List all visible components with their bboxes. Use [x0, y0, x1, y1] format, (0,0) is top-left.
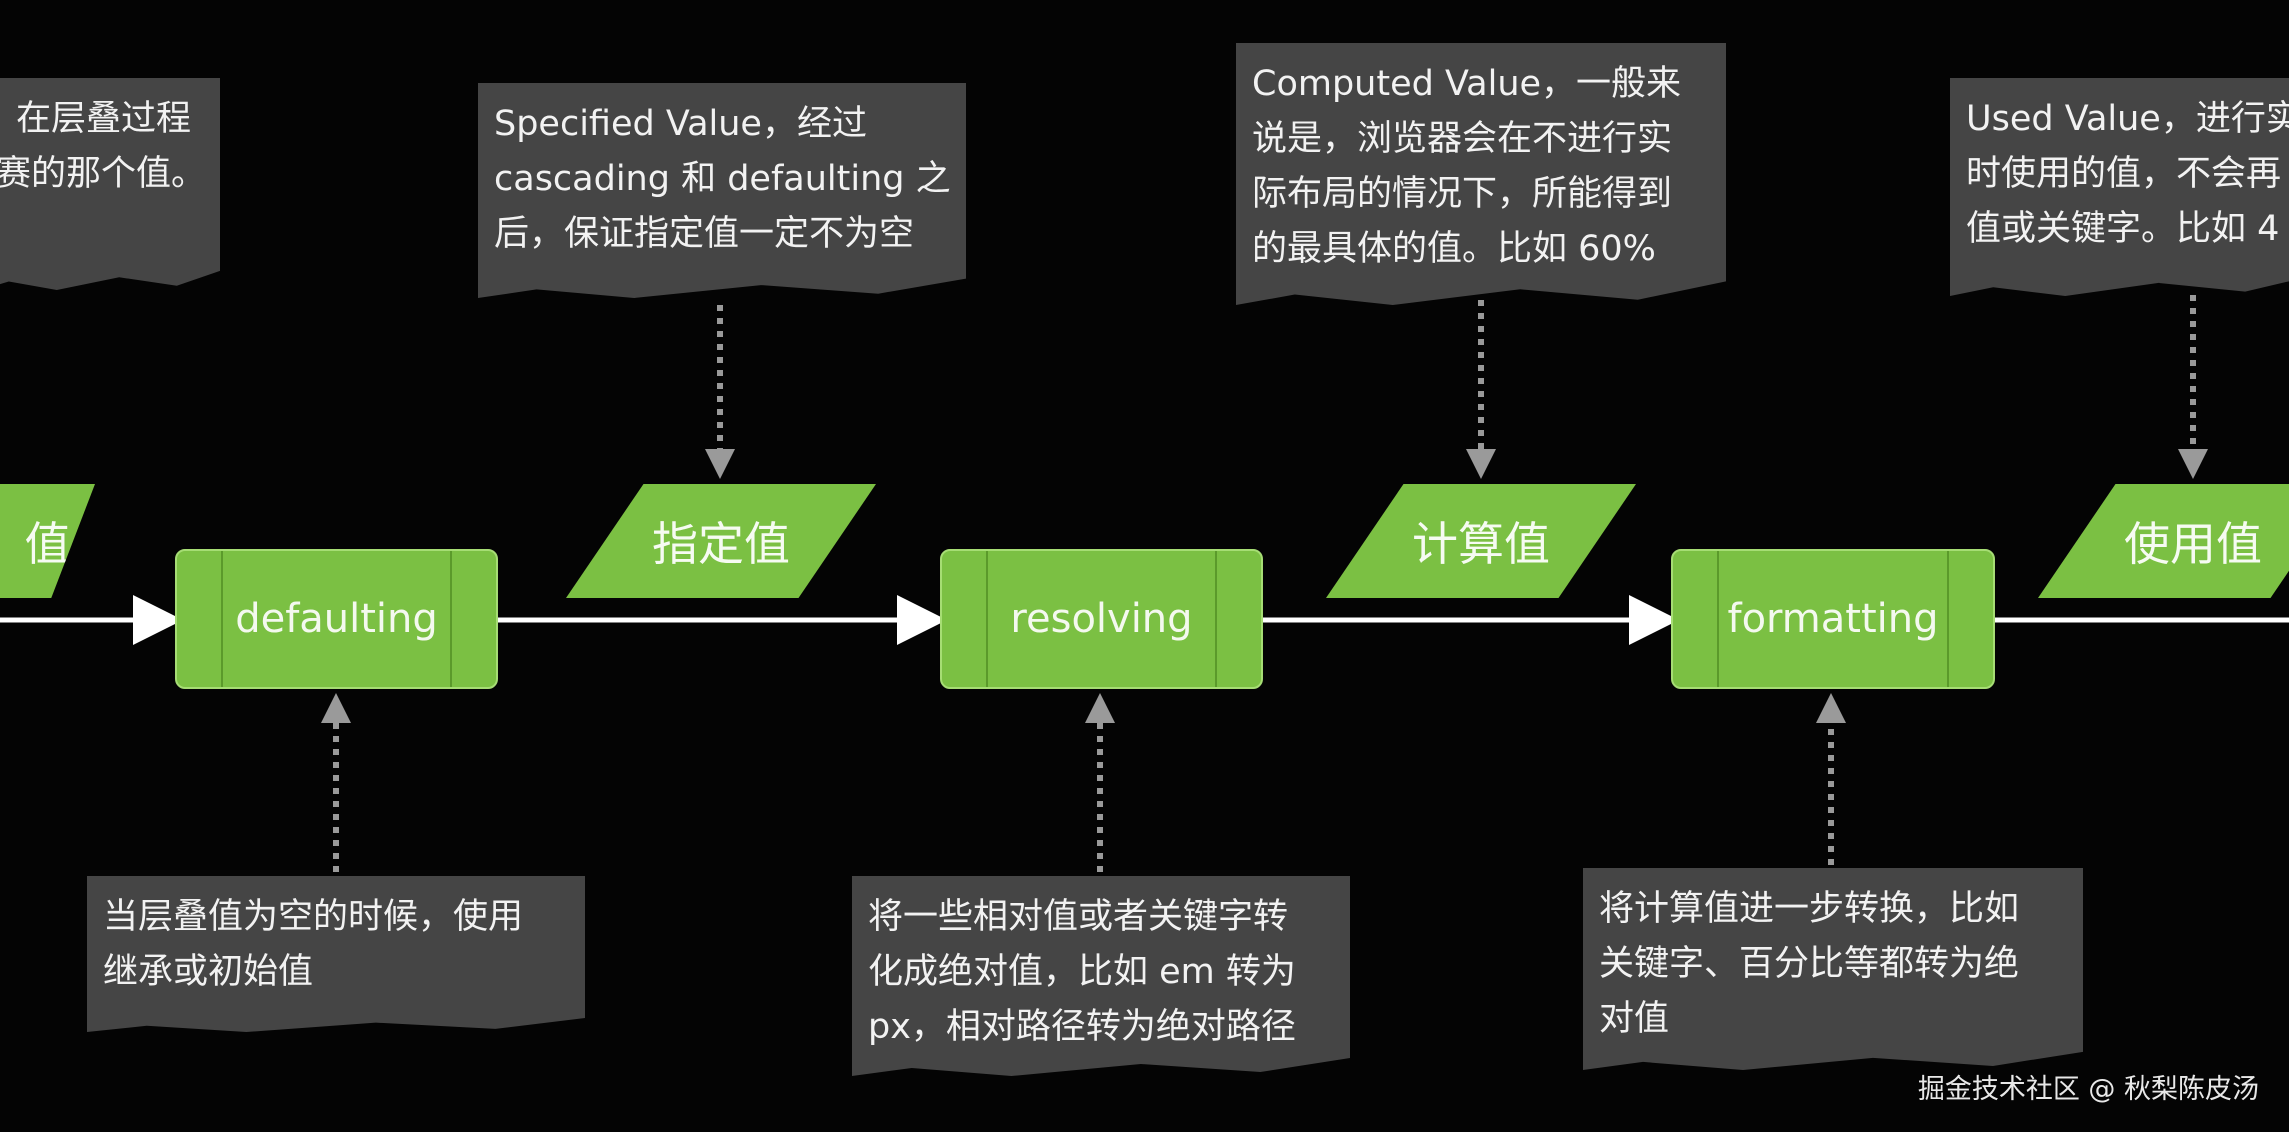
- note-line: 时使用的值，不会再: [1966, 154, 2282, 194]
- note-line: 后，保证指定值一定不为空: [494, 214, 915, 254]
- note-line: 值或关键字。比如 4: [1966, 209, 2280, 249]
- process-divider: [1717, 551, 1719, 687]
- note-line: 当层叠值为空的时候，使用: [103, 897, 524, 937]
- note-line: 在层叠过程: [16, 99, 192, 139]
- process-defaulting: defaulting: [175, 549, 498, 689]
- process-divider: [1947, 551, 1949, 687]
- value-node-label: 指定值: [652, 517, 790, 571]
- note-line: 将一些相对值或者关键字转: [868, 897, 1289, 937]
- note-line: cascading 和 defaulting 之: [494, 159, 951, 199]
- value-node-label: 值: [24, 517, 71, 571]
- process-label: formatting: [1727, 596, 1939, 642]
- note-used-value: Used Value，进行实 时使用的值，不会再 值或关键字。比如 4: [1950, 78, 2289, 296]
- value-node-used: 使用值: [2038, 484, 2289, 598]
- process-formatting: formatting: [1671, 549, 1995, 689]
- note-line: 关键字、百分比等都转为绝: [1599, 944, 2020, 984]
- process-label: defaulting: [235, 596, 438, 642]
- process-divider: [221, 551, 223, 687]
- note-resolving: 将一些相对值或者关键字转 化成绝对值，比如 em 转为 px，相对路径转为绝对路…: [852, 876, 1350, 1076]
- process-divider: [986, 551, 988, 687]
- note-line: Specified Value，经过: [494, 104, 867, 144]
- watermark-text: 掘金技术社区 @ 秋梨陈皮汤: [1917, 1074, 2259, 1105]
- note-line: 继承或初始值: [103, 952, 314, 992]
- process-divider: [1215, 551, 1217, 687]
- note-cascaded-value: 在层叠过程 赛的那个值。: [0, 78, 220, 290]
- note-line: 的最具体的值。比如 60%: [1252, 229, 1656, 269]
- note-line: 将计算值进一步转换，比如: [1599, 889, 2020, 929]
- note-line: 赛的那个值。: [0, 154, 207, 194]
- note-computed-value: Computed Value，一般来 说是，浏览器会在不进行实 际布局的情况下，…: [1236, 43, 1726, 305]
- note-line: px，相对路径转为绝对路径: [868, 1007, 1296, 1047]
- note-formatting: 将计算值进一步转换，比如 关键字、百分比等都转为绝 对值: [1583, 868, 2083, 1070]
- note-line: 化成绝对值，比如 em 转为: [868, 952, 1296, 992]
- process-divider: [450, 551, 452, 687]
- note-line: Used Value，进行实: [1966, 99, 2289, 139]
- note-line: 说是，浏览器会在不进行实: [1252, 119, 1673, 159]
- note-defaulting: 当层叠值为空的时候，使用 继承或初始值: [87, 876, 585, 1032]
- process-resolving: resolving: [940, 549, 1263, 689]
- note-line: 对值: [1599, 999, 1670, 1039]
- process-label: resolving: [1010, 596, 1193, 642]
- value-node-label: 使用值: [2124, 517, 2262, 571]
- note-line: 际布局的情况下，所能得到: [1252, 174, 1673, 214]
- note-line: Computed Value，一般来: [1252, 64, 1682, 104]
- value-node-label: 计算值: [1412, 517, 1550, 571]
- note-specified-value: Specified Value，经过 cascading 和 defaultin…: [478, 83, 966, 298]
